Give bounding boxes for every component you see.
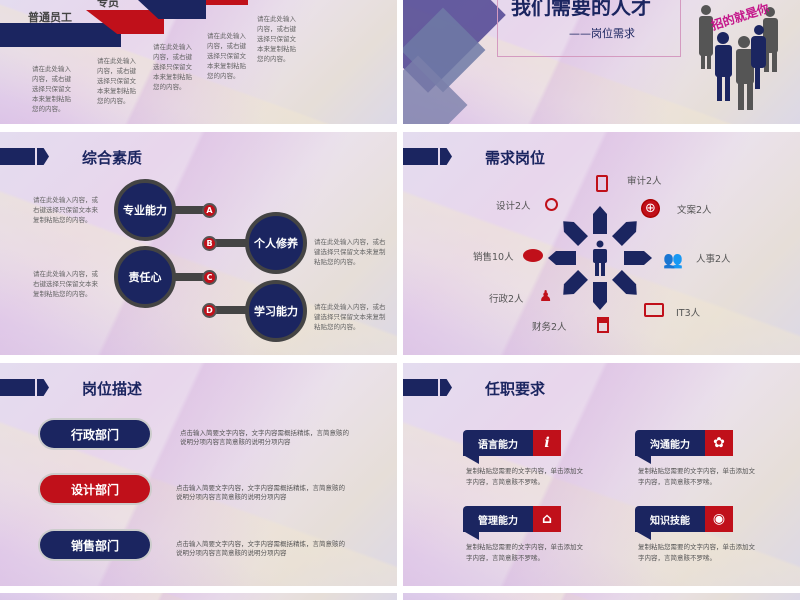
direction-arrow-icon <box>593 282 607 310</box>
badge-d: D <box>202 303 217 318</box>
competency-text: 请在此处输入内容，或右键选择只保留文本来复制粘贴您的内容。 <box>314 303 386 331</box>
connector <box>170 206 210 214</box>
slide-cover[interactable]: 我们需要的人才 ——岗位需求 招的就是你 <box>403 0 800 124</box>
step-text: 请在此处输入内容，或右键选择只保留文本来复制粘贴您的内容。 <box>97 57 136 105</box>
search-icon <box>545 198 558 211</box>
card-label: 知识技能 <box>650 515 690 527</box>
cover-subtitle: ——岗位需求 <box>569 27 635 40</box>
position-label: 销售10人 <box>473 252 514 263</box>
competency-circle: 专业能力 <box>114 179 176 241</box>
cover-title: 我们需要的人才 <box>511 0 651 19</box>
step-bar-2 <box>138 0 206 19</box>
step-text: 请在此处输入内容，或右键选择只保留文本来复制粘贴您的内容。 <box>153 43 192 91</box>
connector <box>212 306 252 314</box>
position-star <box>548 206 652 310</box>
step-text: 请在此处输入内容，或右键选择只保留文本来复制粘贴您的内容。 <box>257 15 296 63</box>
step-bar-1 <box>0 23 121 47</box>
slide-positions[interactable]: 需求岗位 ⊕ 👥 ♟ 审计2人 文案2人 人事2人 IT3人 财务2人 行政2人… <box>403 132 800 355</box>
requirement-card: 沟通能力 ✿ <box>635 430 733 464</box>
slide-next-partial[interactable] <box>403 593 800 600</box>
requirement-text: 复制粘贴您需要的文字内容，单击添加文字内容，言简意赅不罗嗦。 <box>466 467 583 486</box>
title-box <box>497 0 681 57</box>
card-label: 语言能力 <box>478 439 518 451</box>
department-description: 点击输入简要文字内容，文字内容需概括精炼，言简意赅的说明分项内容言简意赅的说明分… <box>180 429 349 446</box>
users-icon: 👥 <box>663 250 683 269</box>
competency-circle: 学习能力 <box>245 280 307 342</box>
position-label: 设计2人 <box>496 201 531 212</box>
header-bar <box>0 148 35 165</box>
badge-c: C <box>202 270 217 285</box>
slide-next-partial[interactable] <box>0 593 397 600</box>
step-red-2 <box>206 0 248 5</box>
home-icon: ⌂ <box>533 506 561 532</box>
user-add-icon: ♟ <box>539 287 553 305</box>
slide-title: 岗位描述 <box>82 380 143 398</box>
slide-title: 任职要求 <box>485 380 546 398</box>
header-arrow-icon <box>440 379 452 396</box>
direction-arrow-icon <box>612 270 637 295</box>
direction-arrow-icon <box>593 206 607 234</box>
department-design: 设计部门 <box>40 475 150 503</box>
calculator-icon <box>597 317 609 333</box>
direction-arrow-icon <box>612 221 637 246</box>
level-label: 专员 <box>97 0 119 9</box>
card-label: 沟通能力 <box>650 439 690 451</box>
header-bar <box>0 379 35 396</box>
tablet-icon <box>596 175 608 192</box>
position-label: 人事2人 <box>696 254 731 265</box>
direction-arrow-icon <box>548 251 576 265</box>
location-pin-icon: ◉ <box>705 506 733 532</box>
requirement-card: 语言能力 i <box>463 430 561 464</box>
competency-text: 请在此处输入内容，或右键选择只保留文本来复制粘贴您的内容。 <box>33 270 98 298</box>
requirement-text: 复制粘贴您需要的文字内容，单击添加文字内容，言简意赅不罗嗦。 <box>638 467 755 486</box>
slide-title: 需求岗位 <box>485 149 546 167</box>
department-description: 点击输入简要文字内容，文字内容需概括精炼，言简意赅的说明分项内容言简意赅的说明分… <box>176 540 345 557</box>
globe-icon: ⊕ <box>641 199 660 218</box>
competency-text: 请在此处输入内容，或右键选择只保留文本来复制粘贴您的内容。 <box>33 196 98 224</box>
slide-requirements[interactable]: 任职要求 语言能力 i 沟通能力 ✿ 管理能力 ⌂ 知识技能 ◉ 复制粘贴您需要的文字内… <box>403 363 800 586</box>
position-label: 行政2人 <box>489 294 524 305</box>
requirement-text: 复制粘贴您需要的文字内容，单击添加文字内容，言简意赅不罗嗦。 <box>638 543 755 562</box>
slide-competencies[interactable]: 综合素质 专业能力 个人修养 责任心 学习能力 A B C D 请在此处输入内容… <box>0 132 397 355</box>
position-label: 审计2人 <box>627 176 662 187</box>
requirement-card: 管理能力 ⌂ <box>463 506 561 540</box>
position-label: IT3人 <box>676 308 701 319</box>
slide-title: 综合素质 <box>82 149 143 167</box>
badge-a: A <box>202 203 217 218</box>
slide-job-description[interactable]: 岗位描述 行政部门 设计部门 销售部门 点击输入简要文字内容，文字内容需概括精炼… <box>0 363 397 586</box>
connector <box>170 273 210 281</box>
requirement-card: 知识技能 ◉ <box>635 506 733 540</box>
level-label: 普通员工 <box>28 11 72 24</box>
person-icon <box>593 240 607 276</box>
card-label: 管理能力 <box>478 515 518 527</box>
direction-arrow-icon <box>563 270 588 295</box>
header-bar <box>403 379 438 396</box>
competency-text: 请在此处输入内容，或右键选择只保留文本来复制粘贴您的内容。 <box>314 238 386 266</box>
header-arrow-icon <box>37 379 49 396</box>
direction-arrow-icon <box>563 221 588 246</box>
position-label: 文案2人 <box>677 205 712 216</box>
position-label: 财务2人 <box>532 322 567 333</box>
department-admin: 行政部门 <box>40 420 150 448</box>
department-description: 点击输入简要文字内容，文字内容需概括精炼，言简意赅的说明分项内容言简意赅的说明分… <box>176 484 345 501</box>
competency-circle: 责任心 <box>114 246 176 308</box>
badge-b: B <box>202 236 217 251</box>
step-text: 请在此处输入内容，或右键选择只保留文本来复制粘贴您的内容。 <box>32 65 71 113</box>
info-icon: i <box>533 430 561 456</box>
header-bar <box>403 148 438 165</box>
competency-circle: 个人修养 <box>245 212 307 274</box>
slide-career-ladder[interactable]: 普通员工 专员 请在此处输入内容，或右键选择只保留文本来复制粘贴您的内容。 请在… <box>0 0 397 124</box>
header-arrow-icon <box>440 148 452 165</box>
requirement-text: 复制粘贴您需要的文字内容，单击添加文字内容，言简意赅不罗嗦。 <box>466 543 583 562</box>
connector <box>212 239 252 247</box>
business-people-silhouettes <box>699 5 778 110</box>
department-sales: 销售部门 <box>40 531 150 559</box>
header-arrow-icon <box>37 148 49 165</box>
monitor-icon <box>644 303 664 317</box>
step-text: 请在此处输入内容，或右键选择只保留文本来复制粘贴您的内容。 <box>207 32 246 80</box>
chat-icon <box>523 249 543 262</box>
gear-icon: ✿ <box>705 430 733 456</box>
direction-arrow-icon <box>624 251 652 265</box>
